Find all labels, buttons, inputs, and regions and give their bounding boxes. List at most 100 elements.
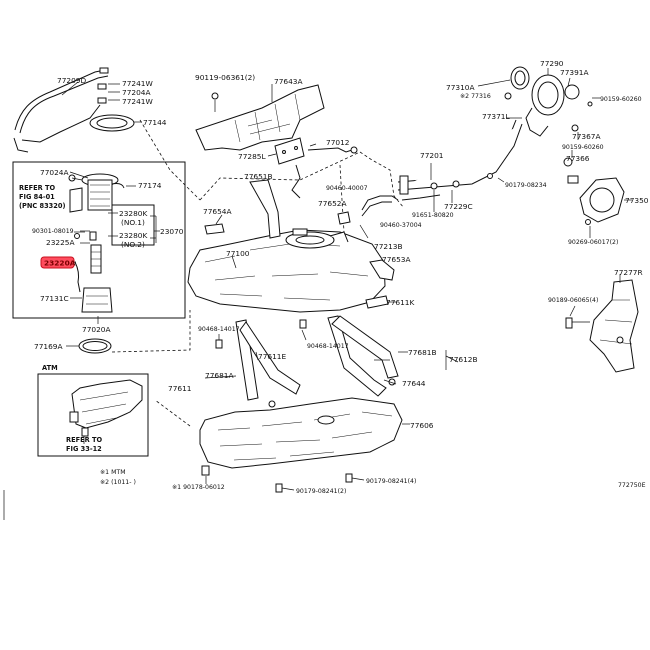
atm-protector xyxy=(69,379,143,437)
figure-number: 772750E xyxy=(618,482,646,489)
label-90460-40007: 90460-40007 xyxy=(326,185,368,192)
label-90468-b: 90468-14017 xyxy=(307,343,349,350)
bolt-90178-06012 xyxy=(201,465,210,476)
clip-90468-right xyxy=(299,319,307,329)
bolt-90179-08241-left xyxy=(275,483,283,493)
label-90460-37004: 90460-37004 xyxy=(380,222,422,229)
filler-parts-77366 xyxy=(563,157,579,184)
atm-label: ATM xyxy=(42,364,58,372)
bolt-90179-08241-right xyxy=(345,473,353,483)
label-77241w-a: 77241W xyxy=(122,79,154,88)
label-90119: 90119-06361(2) xyxy=(195,73,255,82)
label-77201: 77201 xyxy=(420,151,444,160)
label-77209d: 77209D xyxy=(57,76,87,85)
label-23280k-2: 23280K xyxy=(119,231,148,240)
filler-pipe-77201 xyxy=(397,119,523,201)
highlight-23220a xyxy=(40,256,75,269)
pad-77654a xyxy=(204,214,225,235)
label-77241w-b: 77241W xyxy=(122,97,154,106)
pad-77653a xyxy=(369,259,395,281)
fuel-cap-77310a xyxy=(504,66,530,100)
label-77204a: 77204A xyxy=(122,88,151,97)
lock-ring-77144 xyxy=(89,114,142,132)
clip-90468-left xyxy=(215,339,223,349)
label-23280k-2-note: (NO.2) xyxy=(121,240,145,249)
label-77611e: 77611E xyxy=(258,352,287,361)
label-23280k-1: 23280K xyxy=(119,209,148,218)
label-23280k-1-note: (NO.1) xyxy=(121,218,145,227)
fuel-door-77350 xyxy=(579,177,625,225)
label-77174: 77174 xyxy=(138,181,162,190)
label-23225a: 23225A xyxy=(46,238,75,247)
label-77229c: 77229C xyxy=(444,202,473,211)
filler-housing-77290 xyxy=(525,74,593,137)
label-77681a: 77681A xyxy=(205,371,234,380)
label-23220a: 23220A xyxy=(44,259,76,268)
hose-77213b xyxy=(359,195,399,239)
label-23070: 23070 xyxy=(160,227,184,236)
pad-77651b xyxy=(249,179,281,239)
label-77644: 77644 xyxy=(402,379,426,388)
label-77611k: 77611K xyxy=(386,298,415,307)
label-77652a: 77652A xyxy=(318,199,347,208)
label-77611: 77611 xyxy=(168,384,192,393)
refer-fig-33-12-line1: REFER TO xyxy=(66,436,102,444)
label-77277r: 77277R xyxy=(614,268,643,277)
label-77310a: 77310A xyxy=(446,83,475,92)
label-90159-a: 90159-60260 xyxy=(600,96,642,103)
part-labels: 77209D 77241W 77204A 77241W 77144 90119-… xyxy=(19,59,649,495)
label-77285l: 77285L xyxy=(238,152,267,161)
tank-strap-77681a xyxy=(235,319,301,408)
label-90179-08234: 90179-08234 xyxy=(505,182,547,189)
label-77651b: 77651B xyxy=(244,172,273,181)
note-1011: ※2 (1011- ) xyxy=(100,479,136,486)
label-77653a: 77653A xyxy=(382,255,411,264)
refer-fig-84-01-line3: (PNC 83320) xyxy=(19,202,65,210)
label-90159-b: 90159-60260 xyxy=(562,144,604,151)
tank-protector-77606 xyxy=(199,397,403,469)
label-77371l: 77371L xyxy=(482,112,511,121)
label-77350: 77350 xyxy=(625,196,649,205)
label-77366: 77366 xyxy=(566,154,590,163)
fuel-line-assembly-77209d xyxy=(13,67,109,153)
label-77367a: 77367A xyxy=(572,132,601,141)
band-77611k xyxy=(365,295,396,309)
note-mtm: ※1 MTM xyxy=(100,469,126,476)
gasket-77169a xyxy=(66,338,112,354)
label-90189: 90189-06065(4) xyxy=(548,297,598,304)
label-77020a: 77020A xyxy=(82,325,111,334)
label-77391a: 77391A xyxy=(560,68,589,77)
fuel-tank-77100 xyxy=(187,228,386,313)
label-77681b: 77681B xyxy=(408,348,437,357)
label-77316: ※2 77316 xyxy=(460,93,491,100)
label-77024a: 77024A xyxy=(40,168,69,177)
tank-strap-77681b xyxy=(327,315,399,397)
bolt-90189-06065 xyxy=(565,317,590,329)
label-90468-a: 90468-14017 xyxy=(198,326,240,333)
label-77213b: 77213B xyxy=(374,242,403,251)
label-77643a: 77643A xyxy=(274,77,303,86)
atm-variant-box xyxy=(37,373,149,457)
heat-insulator-77643a xyxy=(195,84,325,151)
label-90179-08241-4: 90179-08241(4) xyxy=(366,478,416,485)
fuel-pump-module xyxy=(68,173,125,313)
label-77169a: 77169A xyxy=(34,342,63,351)
label-91651: 91651-80820 xyxy=(412,212,454,219)
label-90269: 90269-06017(2) xyxy=(568,239,618,246)
vent-tube-77012 xyxy=(291,143,358,199)
bracket-77277r xyxy=(589,279,639,373)
label-90178: ※1 90178-06012 xyxy=(172,484,225,491)
label-90301: 90301-08019 xyxy=(32,228,74,235)
label-77612b: 77612B xyxy=(449,355,478,364)
refer-fig-33-12-line2: FIG 33-12 xyxy=(66,445,102,453)
pad-77652a xyxy=(337,211,351,225)
label-77290: 77290 xyxy=(540,59,564,68)
label-77144: 77144 xyxy=(143,118,167,127)
bracket-77285l xyxy=(267,137,305,165)
refer-fig-84-01-line2: FIG 84-01 xyxy=(19,193,55,201)
label-77131c: 77131C xyxy=(40,294,69,303)
label-77012: 77012 xyxy=(326,138,350,147)
label-77654a: 77654A xyxy=(203,207,232,216)
label-90179-08241-2: 90179-08241(2) xyxy=(296,488,346,495)
